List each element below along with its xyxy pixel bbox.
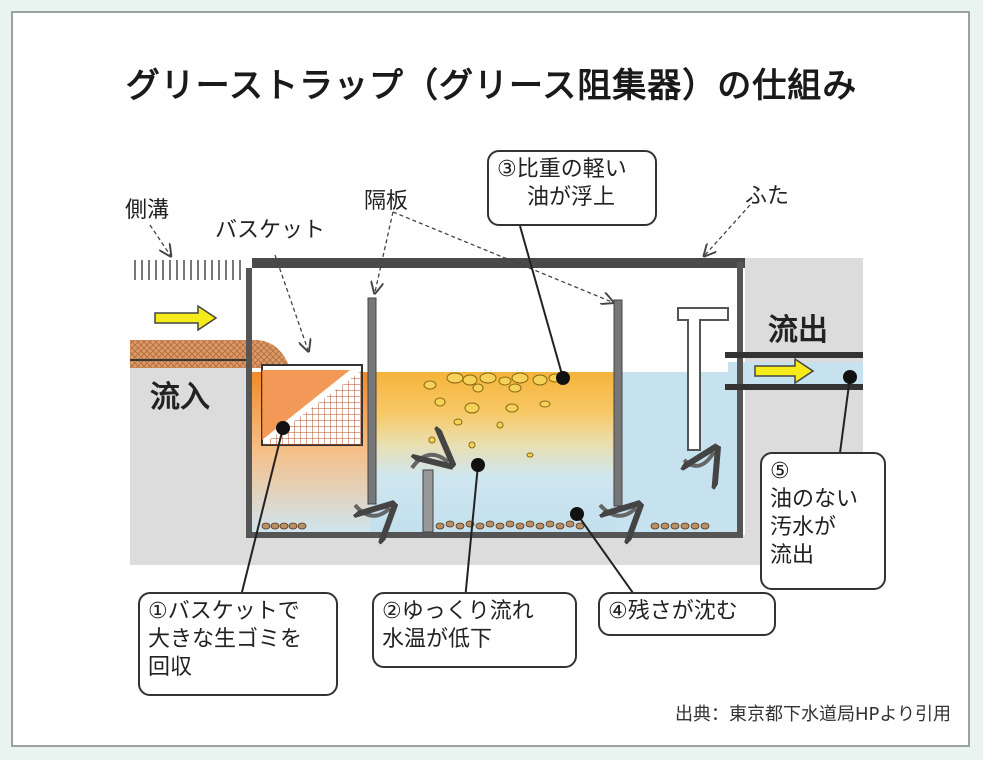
page-title: グリーストラップ（グリース阻集器）の仕組み xyxy=(125,66,858,106)
callout-step2: ②ゆっくり流れ 水温が低下 xyxy=(372,592,577,668)
callout-step1-line2: 大きな生ゴミを xyxy=(148,627,303,652)
tank-walls xyxy=(246,262,743,538)
callout-step1-line3: 回収 xyxy=(148,655,193,680)
label-lid: ふた xyxy=(745,184,790,209)
callout-step5-line1: ⑤ xyxy=(770,459,790,484)
label-partition: 隔板 xyxy=(364,189,409,214)
callout-step3-line2: 油が浮上 xyxy=(527,185,616,210)
label-gutter: 側溝 xyxy=(125,198,170,223)
leader-dots xyxy=(276,370,857,521)
partition-bottom xyxy=(422,469,434,533)
basket xyxy=(261,364,363,446)
label-inflow: 流入 xyxy=(150,380,210,415)
outflow-pipe-bottom xyxy=(725,384,863,390)
callout-step5-line2: 油のない xyxy=(770,487,859,512)
callout-step5: ⑤ 油のない 汚水が 流出 xyxy=(760,452,886,590)
label-basket: バスケット xyxy=(215,218,326,243)
ground-left xyxy=(130,360,250,565)
partition-left xyxy=(367,297,377,505)
callout-step5-line4: 流出 xyxy=(770,543,815,568)
label-outflow: 流出 xyxy=(768,313,828,348)
oil-droplets xyxy=(423,372,562,458)
callout-step5-line3: 汚水が xyxy=(770,515,837,540)
flow-curl-arrows xyxy=(355,452,714,516)
callout-step4-line1: ④残さが沈む xyxy=(608,599,738,624)
ground-bottom xyxy=(130,535,863,565)
callout-step1: ①バスケットで 大きな生ゴミを 回収 xyxy=(138,592,338,696)
partition-right xyxy=(613,299,623,507)
callout-step4: ④残さが沈む xyxy=(598,592,776,636)
outflow-arrow-icon xyxy=(754,357,815,385)
label-pointers xyxy=(149,204,751,350)
gutter-grate xyxy=(134,260,241,280)
lid xyxy=(252,258,745,268)
callout-step2-line1: ②ゆっくり流れ xyxy=(382,599,534,624)
source-credit: 出典：東京都下水道局HPより引用 xyxy=(674,704,951,725)
callout-leaders xyxy=(239,225,851,601)
callout-step2-line2: 水温が低下 xyxy=(382,627,493,652)
inflow-arrow-icon xyxy=(154,304,218,332)
outflow-pipe-top xyxy=(725,352,863,358)
callout-step3-line1: ③比重の軽い xyxy=(497,157,627,182)
inflow-channel xyxy=(130,340,290,368)
callout-step1-line1: ①バスケットで xyxy=(148,599,300,624)
callout-step3: ③比重の軽い 油が浮上 xyxy=(487,150,657,226)
